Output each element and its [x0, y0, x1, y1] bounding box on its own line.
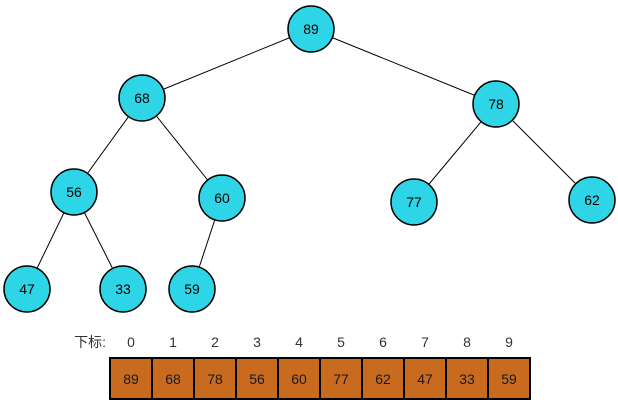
node-circle	[3, 265, 51, 313]
array-index-1: 1	[169, 334, 177, 350]
tree-node-89: 89	[287, 5, 335, 53]
node-value: 60	[214, 190, 230, 206]
tree-node-56: 56	[50, 168, 98, 216]
node-value: 59	[184, 281, 200, 297]
array-cell-2: 78	[193, 357, 237, 400]
node-circle	[118, 74, 166, 122]
array-cell-3: 56	[235, 357, 279, 400]
array-cell-1: 68	[151, 357, 195, 400]
array-index-4: 4	[295, 334, 303, 350]
node-value: 68	[134, 90, 150, 106]
tree-node-77: 77	[390, 178, 438, 226]
node-value: 78	[488, 96, 504, 112]
node-value: 56	[66, 184, 82, 200]
tree-node-59: 59	[168, 265, 216, 313]
array-cell-6: 62	[361, 357, 405, 400]
array-index-3: 3	[253, 334, 261, 350]
tree-edge	[141, 28, 312, 99]
node-circle	[472, 80, 520, 128]
node-value: 77	[406, 194, 422, 210]
array-index-9: 9	[505, 334, 513, 350]
node-circle	[50, 168, 98, 216]
tree-node-78: 78	[472, 80, 520, 128]
array-index-label: 下标:	[74, 334, 106, 350]
array-cell-9: 59	[487, 357, 531, 400]
node-value: 47	[19, 281, 35, 297]
array-cell-0: 89	[109, 357, 153, 400]
array-cell-7: 47	[403, 357, 447, 400]
array-index-8: 8	[463, 334, 471, 350]
array-cell-4: 60	[277, 357, 321, 400]
tree-node-33: 33	[99, 265, 147, 313]
node-circle	[390, 178, 438, 226]
tree-node-62: 62	[568, 176, 616, 224]
tree-node-68: 68	[118, 74, 166, 122]
node-value: 62	[584, 192, 600, 208]
tree-node-60: 60	[198, 174, 246, 222]
binary-heap-tree: 89 68 78 56 60 77 62 47 33 59	[3, 5, 616, 313]
array-cell-5: 77	[319, 357, 363, 400]
array-index-2: 2	[211, 334, 219, 350]
tree-edge	[310, 28, 497, 105]
array-index-7: 7	[421, 334, 429, 350]
tree-node-47: 47	[3, 265, 51, 313]
node-circle	[198, 174, 246, 222]
node-value: 89	[303, 21, 319, 37]
node-circle	[168, 265, 216, 313]
array-index-6: 6	[379, 334, 387, 350]
node-value: 33	[115, 281, 131, 297]
array-cell-8: 33	[445, 357, 489, 400]
array-index-0: 0	[127, 334, 135, 350]
node-circle	[287, 5, 335, 53]
array-index-row: 0 1 2 3 4 5 6 7 8 9	[110, 333, 530, 351]
node-circle	[568, 176, 616, 224]
array-index-5: 5	[337, 334, 345, 350]
node-circle	[99, 265, 147, 313]
